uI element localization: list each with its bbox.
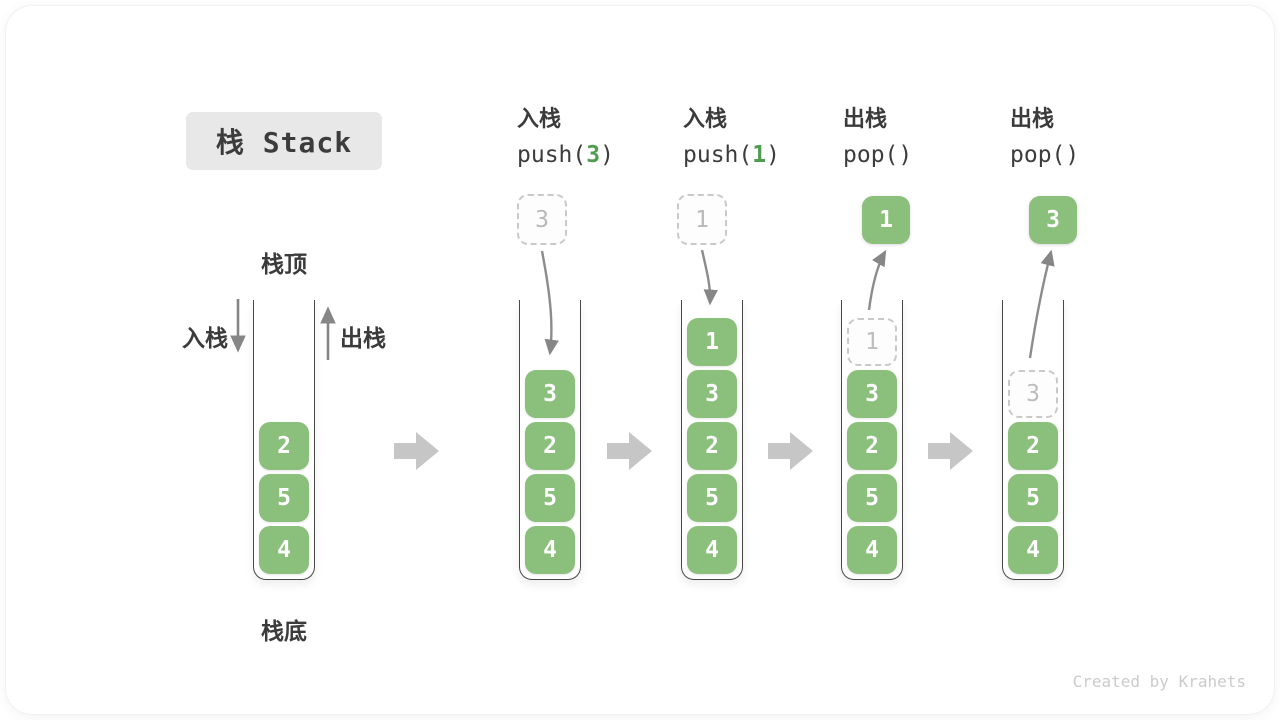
stack-item-dashed: 3 <box>1008 370 1058 418</box>
stack-item-solid: 3 <box>525 370 575 418</box>
stack-item-solid: 1 <box>687 318 737 366</box>
stack-item-solid: 5 <box>525 474 575 522</box>
stack-item-solid: 4 <box>687 526 737 574</box>
op-name: 入栈 <box>683 106 728 131</box>
floating-pushed-value: 3 <box>517 194 567 245</box>
title-badge: 栈 Stack <box>186 112 382 170</box>
stack-item-solid: 4 <box>847 526 897 574</box>
op-name: 出栈 <box>843 106 888 131</box>
op-header-push-1: 入栈 push(1) <box>683 106 853 168</box>
push-side-label: 入栈 <box>182 325 228 351</box>
op-header-push-3: 入栈 push(3) <box>517 106 687 168</box>
stack-item-solid: 2 <box>525 422 575 470</box>
stack-item-solid: 2 <box>687 422 737 470</box>
floating-pushed-value: 1 <box>677 194 727 245</box>
op-name: 入栈 <box>517 106 562 131</box>
stack-item-solid: 2 <box>259 422 309 470</box>
op-code: pop() <box>1010 142 1080 168</box>
stack-item-solid: 4 <box>259 526 309 574</box>
stack-item-solid: 5 <box>1008 474 1058 522</box>
stack-item-solid: 3 <box>687 370 737 418</box>
op-name: 出栈 <box>1010 106 1055 131</box>
stack-bottom-label: 栈底 <box>261 618 307 644</box>
op-header-pop-3: 出栈 pop() <box>1010 106 1180 168</box>
floating-popped-value: 1 <box>862 196 910 244</box>
credit-text: Created by Krahets <box>1072 672 1246 691</box>
stack-item-solid: 5 <box>259 474 309 522</box>
stack-item-solid: 2 <box>847 422 897 470</box>
pop-side-label: 出栈 <box>340 325 386 351</box>
page-title: 栈 Stack <box>215 126 353 159</box>
stack-item-solid: 4 <box>1008 526 1058 574</box>
op-arg: 3 <box>586 142 601 168</box>
op-arg: 1 <box>752 142 767 168</box>
stack-item-solid: 5 <box>847 474 897 522</box>
stack-item-solid: 5 <box>687 474 737 522</box>
op-code: push(3) <box>517 142 614 168</box>
stack-item-solid: 2 <box>1008 422 1058 470</box>
stack-item-solid: 3 <box>847 370 897 418</box>
stack-item-solid: 4 <box>525 526 575 574</box>
op-code: push(1) <box>683 142 780 168</box>
floating-popped-value: 3 <box>1029 196 1077 244</box>
stack-item-dashed: 1 <box>847 318 897 366</box>
stack-top-label: 栈顶 <box>261 251 307 277</box>
op-code: pop() <box>843 142 913 168</box>
op-header-pop-1: 出栈 pop() <box>843 106 1013 168</box>
